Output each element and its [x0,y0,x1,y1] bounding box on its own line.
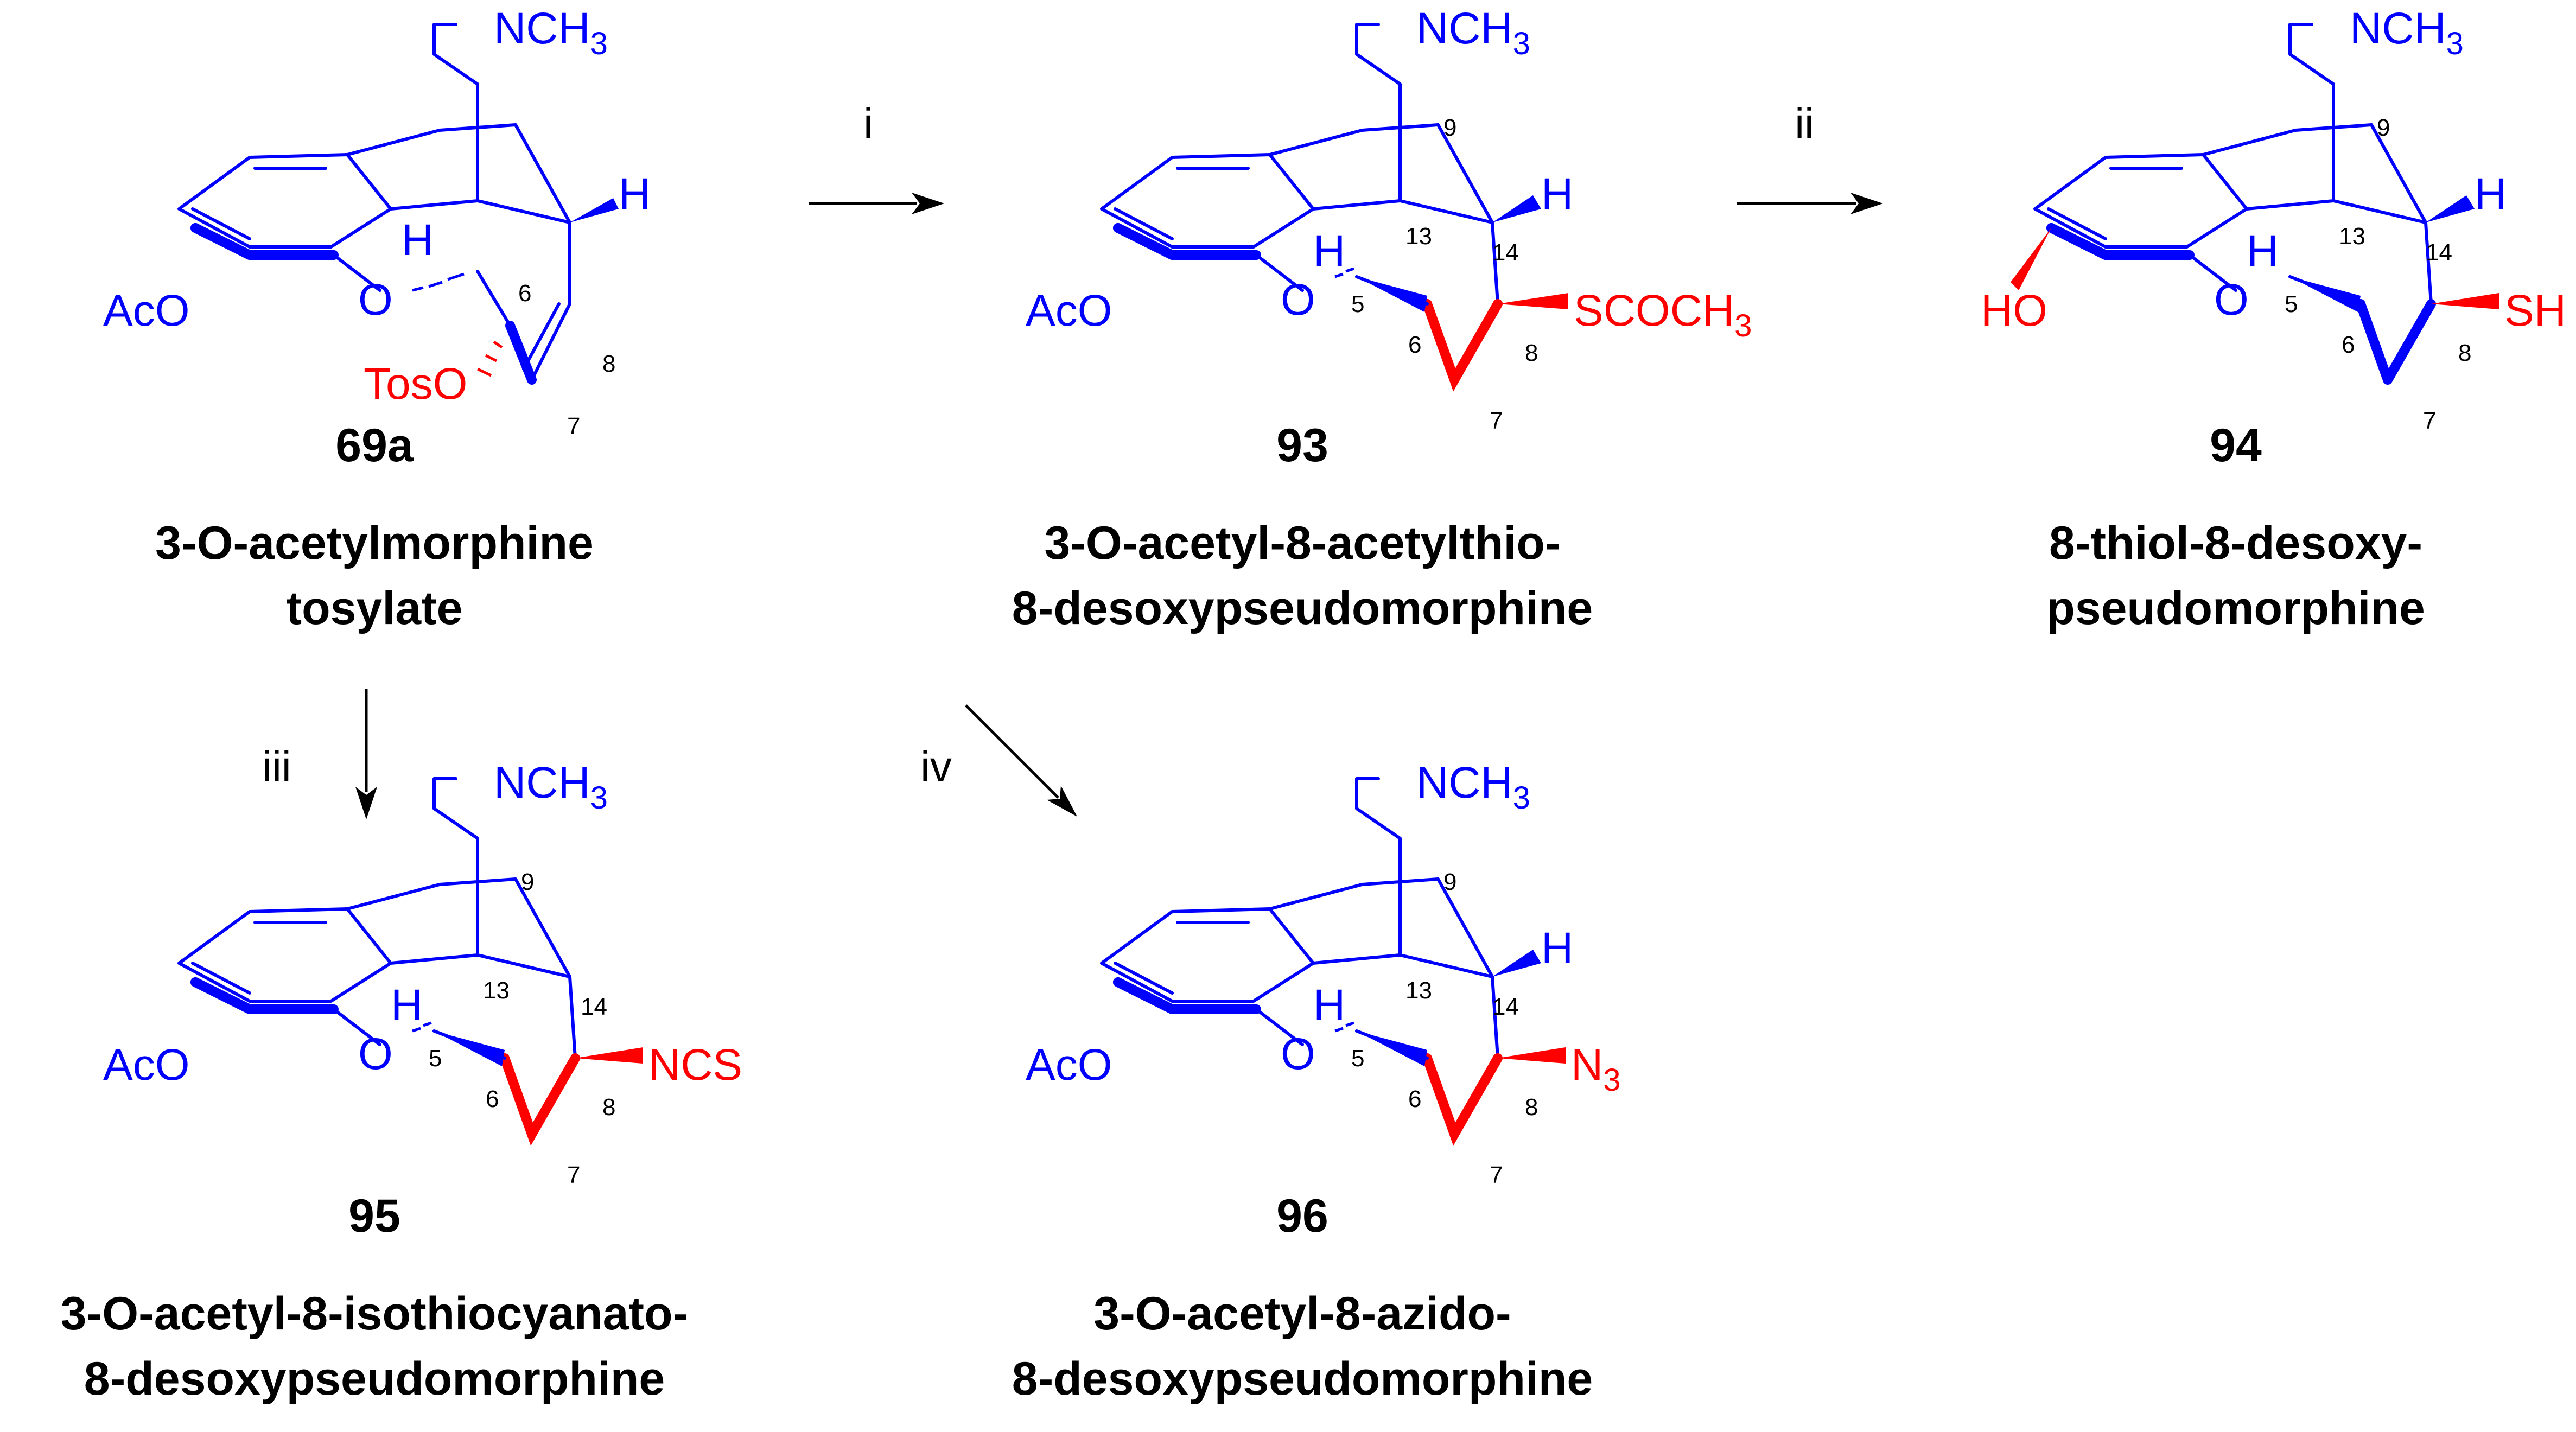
n-methyl-label: NCH3 [494,758,608,816]
position-7: 7 [2423,408,2436,434]
compound-id: 96 [1276,1190,1328,1242]
compound-name-line-1: 3-O-acetyl-8-acetylthio- [1044,517,1560,569]
position-13: 13 [1405,223,1432,250]
compound-name-line-2: 8-desoxypseudomorphine [84,1353,665,1405]
ring-oxygen-label: O [358,275,393,324]
position-8: 8 [2458,340,2471,366]
step-i-label: i [863,99,873,148]
hydrogen-label: H [1541,169,1573,219]
compound-name-line-1: 3-O-acetylmorphine [155,517,594,569]
n-methyl-label: NCH3 [2350,4,2464,61]
hydrogen-label: H [391,981,423,1030]
compound-69a: NCH3 H H AcO O TosO 6 7 8 69a 3-O-acetyl… [103,4,651,634]
position-7: 7 [1490,408,1503,434]
step-ii-label: ii [1795,99,1814,148]
compound-name-line-2: 8-desoxypseudomorphine [1012,1353,1593,1405]
acetoxy-label: AcO [1026,286,1112,335]
compound-94: NCH3 H H HO O SH 9 13 14 5 6 7 8 94 8-th… [1981,4,2566,634]
position-5: 5 [1351,1045,1364,1072]
compound-id: 93 [1276,419,1328,472]
position-7: 7 [567,413,580,440]
compound-id: 95 [348,1190,400,1242]
position-5: 5 [429,1045,442,1072]
step-i-arrow: i [809,99,944,214]
ring-oxygen-label: O [1281,275,1315,324]
position-9: 9 [1443,869,1456,895]
compound-name-line-1: 3-O-acetyl-8-azido- [1093,1288,1511,1340]
position-6: 6 [486,1086,499,1112]
step-iii-arrow: iii [262,689,377,819]
compound-96: NCH3 H H AcO O N3 9 13 14 5 6 7 8 96 3-O… [1012,758,1621,1405]
ring-oxygen-label: O [358,1029,393,1079]
position-14: 14 [1492,994,1519,1020]
position-9: 9 [1443,114,1456,141]
compound-93: NCH3 H H AcO O SCOCH3 9 13 14 5 6 7 8 93… [1012,4,1752,634]
position-7: 7 [567,1162,580,1188]
position-6: 6 [518,280,531,307]
position-13: 13 [483,977,510,1004]
n-methyl-label: NCH3 [1416,4,1530,61]
acetoxy-label: AcO [103,286,189,335]
compound-id: 94 [2210,419,2262,472]
tosyloxy-label: TosO [364,359,467,409]
position-8: 8 [1525,1094,1538,1121]
thiol-label: SH [2504,286,2566,335]
position-6: 6 [1408,1086,1421,1112]
step-iii-label: iii [262,742,291,791]
hydroxy-label: HO [1981,286,2047,335]
step-iv-arrow: iv [920,704,1077,817]
ring-oxygen-label: O [2214,275,2249,324]
position-14: 14 [1492,239,1519,266]
compound-name-line-1: 3-O-acetyl-8-isothiocyanato- [61,1288,688,1340]
position-8: 8 [602,1094,615,1121]
position-5: 5 [1351,291,1364,317]
hydrogen-label: H [2247,226,2279,276]
hydrogen-label: H [619,169,651,219]
hydrogen-label: H [402,215,434,265]
position-6: 6 [2342,332,2355,358]
compound-name-line-2: 8-desoxypseudomorphine [1012,582,1593,634]
position-8: 8 [602,351,615,377]
position-14: 14 [581,994,607,1020]
acetoxy-label: AcO [103,1040,189,1090]
position-5: 5 [2285,291,2298,317]
hydrogen-label: H [1313,981,1345,1030]
compound-name-line-2: pseudomorphine [2046,582,2425,634]
isothiocyanato-label: NCS [648,1040,742,1090]
acetylthio-label: SCOCH3 [1574,286,1752,343]
position-13: 13 [1405,977,1432,1004]
compound-name-line-1: 8-thiol-8-desoxy- [2049,517,2422,569]
step-ii-arrow: ii [1737,99,1883,214]
position-8: 8 [1525,340,1538,366]
n-methyl-label: NCH3 [1416,758,1530,816]
position-7: 7 [1490,1162,1503,1188]
position-13: 13 [2339,223,2365,250]
n-methyl-label: NCH3 [494,4,608,61]
hydrogen-label: H [2475,169,2507,219]
azido-label: N3 [1571,1040,1620,1098]
hydrogen-label: H [1313,226,1345,276]
hydrogen-label: H [1541,924,1573,973]
position-6: 6 [1408,332,1421,358]
step-iv-label: iv [920,742,952,791]
ring-oxygen-label: O [1281,1029,1315,1079]
compound-name-line-2: tosylate [286,582,462,634]
position-9: 9 [521,869,534,895]
compound-id: 69a [335,419,414,472]
position-9: 9 [2377,114,2390,141]
position-14: 14 [2426,239,2452,266]
acetoxy-label: AcO [1026,1040,1112,1090]
compound-95: NCH3 H AcO O NCS 9 13 14 5 6 7 8 95 3-O-… [61,758,742,1405]
